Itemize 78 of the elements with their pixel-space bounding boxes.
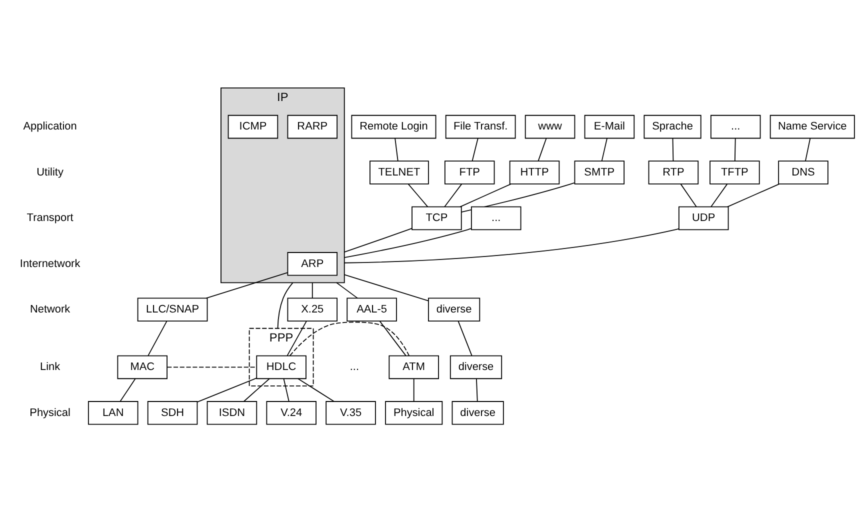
- node-box: SDH: [147, 401, 198, 425]
- node-box: Remote Login: [351, 114, 436, 139]
- node-box: ARP: [287, 252, 338, 276]
- connector: [472, 138, 478, 162]
- connector: [289, 322, 410, 356]
- label: Application: [23, 120, 77, 133]
- node-box: Name Service: [770, 114, 855, 139]
- node-box: ...: [710, 114, 761, 139]
- node-box: ICMP: [228, 114, 278, 139]
- label: Utility: [36, 166, 64, 178]
- node-box: Sprache: [644, 114, 702, 139]
- connector: [206, 272, 288, 299]
- node-box: X.25: [287, 298, 338, 322]
- connector: [601, 138, 608, 162]
- node-box: ISDN: [206, 401, 258, 425]
- connector: [344, 228, 412, 253]
- label: Transport: [26, 212, 74, 224]
- connector: [538, 138, 547, 162]
- node-box: FTP: [444, 160, 495, 184]
- connector: [148, 320, 168, 356]
- node-box: ATM: [388, 355, 439, 380]
- connector: [298, 378, 335, 402]
- node-box: TCP: [412, 206, 462, 230]
- connector: [243, 378, 270, 402]
- connector: [277, 282, 294, 329]
- connector: [312, 282, 313, 299]
- label: Internetwork: [20, 258, 80, 270]
- connector: [286, 320, 307, 356]
- node-box: V.24: [266, 401, 316, 425]
- node-box: UDP: [678, 206, 729, 230]
- node-box: HDLC: [256, 355, 306, 380]
- connector: [460, 184, 512, 208]
- label: Network: [30, 303, 70, 316]
- node-box: Physical: [385, 401, 443, 425]
- node-box: diverse: [428, 298, 480, 322]
- node-box: E-Mail: [584, 114, 635, 139]
- connector: [344, 274, 429, 302]
- node-box: LLC/SNAP: [137, 298, 208, 322]
- connector: [283, 378, 290, 402]
- label: Link: [40, 361, 60, 374]
- connector: [476, 378, 478, 402]
- connector: [710, 184, 728, 208]
- node-box: LAN: [88, 401, 138, 425]
- connector: [379, 320, 406, 356]
- node-box: HTTP: [509, 160, 560, 184]
- node-box: RARP: [287, 114, 338, 139]
- node-box: AAL-5: [346, 298, 397, 322]
- connector: [680, 184, 697, 208]
- connector: [458, 320, 472, 356]
- node-box: diverse: [450, 355, 502, 380]
- label: ...: [350, 361, 360, 374]
- connector: [444, 184, 462, 208]
- node-box: V.35: [326, 401, 376, 425]
- connector: [197, 378, 258, 402]
- node-box: SMTP: [574, 160, 625, 184]
- node-box: TELNET: [370, 160, 429, 184]
- connector: [120, 378, 136, 402]
- node-box: www: [524, 114, 576, 139]
- connector: [734, 138, 736, 162]
- connector: [344, 228, 680, 264]
- connector: [344, 228, 472, 258]
- node-box: MAC: [117, 355, 168, 380]
- node-box: DNS: [778, 160, 828, 184]
- label: Physical: [30, 406, 70, 419]
- connector: [166, 366, 257, 368]
- node-box: File Transf.: [445, 114, 516, 139]
- connector: [672, 138, 674, 162]
- connector: [413, 378, 414, 402]
- connector: [336, 282, 358, 299]
- node-box: diverse: [452, 401, 504, 425]
- connector: [408, 184, 428, 208]
- connector: [804, 138, 811, 162]
- connector: [727, 184, 780, 208]
- connector: [460, 182, 575, 212]
- connector: [394, 138, 398, 162]
- node-box: RTP: [648, 160, 699, 184]
- node-box: ...: [470, 206, 522, 230]
- node-box: TFTP: [710, 160, 760, 184]
